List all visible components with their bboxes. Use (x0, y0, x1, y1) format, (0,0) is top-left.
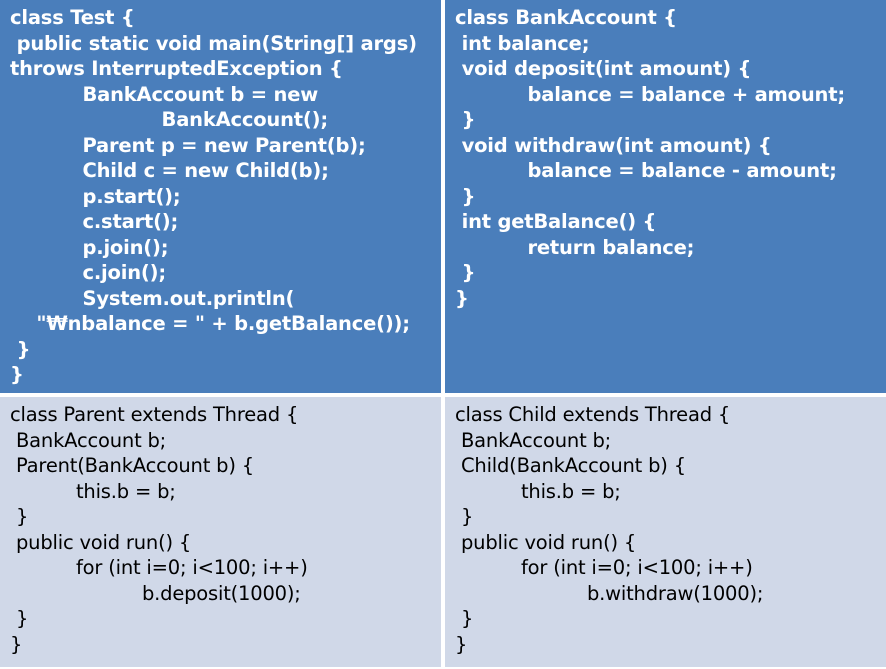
code-line: BankAccount b = new (10, 82, 319, 106)
code-line: void deposit(int amount) { (455, 57, 752, 80)
code-line: return balance; (455, 235, 695, 259)
code-line: } (455, 632, 468, 656)
code-line: c.join(); (10, 261, 166, 284)
code-line: balance = balance + amount; (455, 82, 845, 106)
code-line: this.b = b; (455, 479, 621, 503)
code-line: } (455, 286, 469, 310)
code-line: } (10, 363, 24, 386)
bankaccount-class-panel: class BankAccount { int balance; void de… (445, 0, 886, 393)
code-line: class BankAccount { (455, 6, 677, 29)
parent-class-panel: class Parent extends Thread { BankAccoun… (0, 397, 441, 667)
test-class-panel: class Test { public static void main(Str… (0, 0, 441, 393)
code-line: } (455, 184, 476, 208)
code-line: } (455, 505, 474, 528)
code-line: p.join(); (10, 235, 169, 259)
code-line: public void run() { (455, 530, 637, 554)
code-line: } (455, 261, 476, 284)
code-line: b.deposit(1000); (10, 581, 301, 605)
code-line: throws InterruptedException { (10, 57, 343, 80)
code-line: class Parent extends Thread { (10, 403, 299, 426)
child-class-panel: class Child extends Thread { BankAccount… (445, 397, 886, 667)
code-line: Child(BankAccount b) { (455, 454, 686, 477)
code-line: p.start(); (10, 184, 181, 208)
code-line: } (10, 632, 23, 656)
code-line: balance = balance - amount; (455, 159, 837, 182)
code-line: Child c = new Child(b); (10, 159, 329, 182)
code-line: this.b = b; (10, 479, 176, 503)
code-line: for (int i=0; i<100; i++) (10, 556, 308, 579)
code-line: public void run() { (10, 530, 192, 554)
code-line: class Test { (10, 6, 135, 29)
code-line: int balance; (455, 31, 590, 55)
code-line: for (int i=0; i<100; i++) (455, 556, 753, 579)
code-line: BankAccount b; (10, 428, 167, 452)
code-line: Parent(BankAccount b) { (10, 454, 254, 477)
code-line: } (10, 505, 29, 528)
code-line: class Child extends Thread { (455, 403, 731, 426)
code-line: BankAccount b; (455, 428, 612, 452)
code-line: BankAccount(); (10, 108, 329, 131)
code-line: b.withdraw(1000); (455, 581, 764, 605)
code-line: Parent p = new Parent(b); (10, 133, 366, 157)
code-line: "₩nbalance = " + b.getBalance()); (10, 312, 410, 335)
code-line: public static void main(String[] args) (10, 31, 417, 55)
code-line: } (10, 337, 31, 361)
code-line: } (455, 108, 476, 131)
code-line: System.out.println( (10, 286, 295, 310)
code-line: } (455, 607, 474, 630)
code-line: c.start(); (10, 210, 179, 233)
code-line: void withdraw(int amount) { (455, 133, 772, 157)
code-line: int getBalance() { (455, 210, 657, 233)
code-line: } (10, 607, 29, 630)
